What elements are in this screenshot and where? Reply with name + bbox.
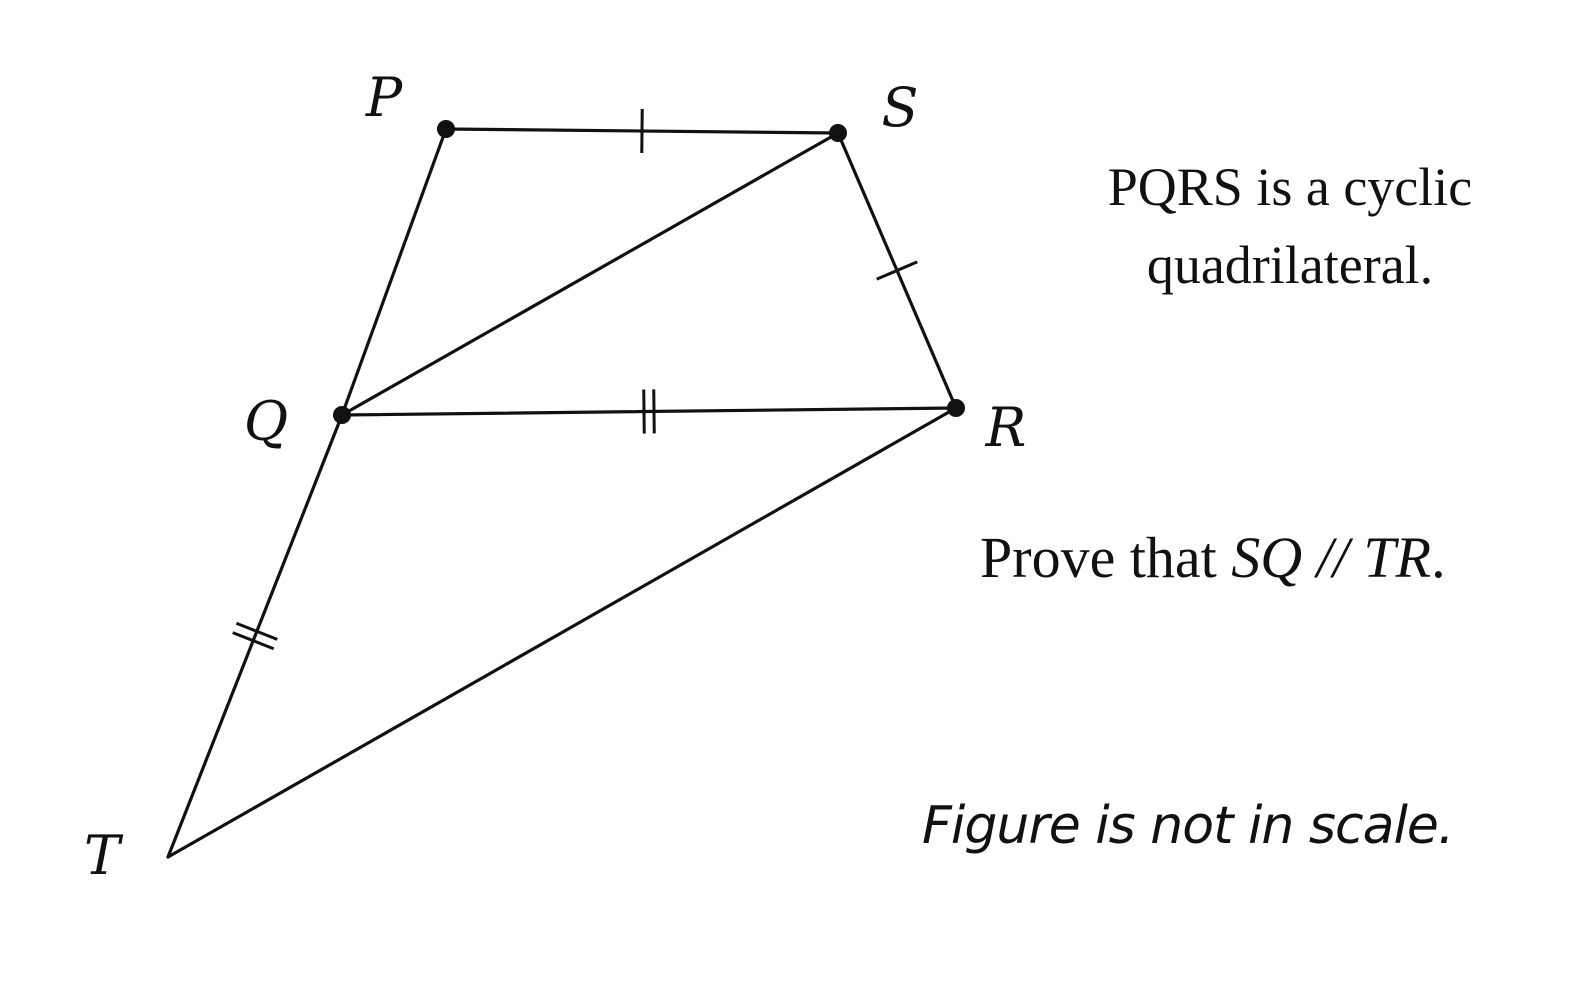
segment-TR: [166, 406, 958, 859]
scale-note: Figure is not in scale.: [922, 796, 1454, 856]
vertex-label-T: T: [84, 824, 124, 887]
segment-PQ: [340, 127, 448, 417]
task-expression: SQ // TR: [1231, 525, 1432, 590]
task-suffix: .: [1431, 525, 1446, 590]
segment-QR: [340, 406, 958, 417]
problem-statement: PQRS is a cyclic quadrilateral.: [1060, 148, 1520, 304]
vertex-label-S: S: [882, 76, 919, 139]
point-P: [437, 120, 455, 138]
vertex-label-R: R: [985, 396, 1027, 459]
statement-line-1: PQRS is a cyclic: [1107, 157, 1473, 217]
task-prefix: Prove that: [980, 525, 1217, 590]
tick-mark-QR-2: [652, 389, 656, 434]
vertex-points: [333, 120, 965, 424]
point-Q: [333, 406, 351, 424]
task-statement: Prove that SQ // TR.: [980, 524, 1446, 591]
point-S: [829, 124, 847, 142]
tick-mark-QT-2: [232, 631, 275, 651]
tick-marks: [232, 108, 918, 651]
tick-mark-QT-1: [235, 621, 278, 641]
point-R: [947, 399, 965, 417]
segment-QS: [340, 131, 840, 417]
tick-mark-SR-1: [876, 260, 918, 281]
vertex-label-P: P: [365, 66, 404, 129]
tick-mark-QR-1: [642, 389, 646, 434]
segment-QT: [166, 413, 344, 859]
vertex-label-Q: Q: [244, 390, 288, 453]
segments: [166, 127, 958, 859]
vertex-labels: P S Q R T: [84, 66, 1026, 887]
statement-line-2: quadrilateral.: [1146, 235, 1434, 295]
